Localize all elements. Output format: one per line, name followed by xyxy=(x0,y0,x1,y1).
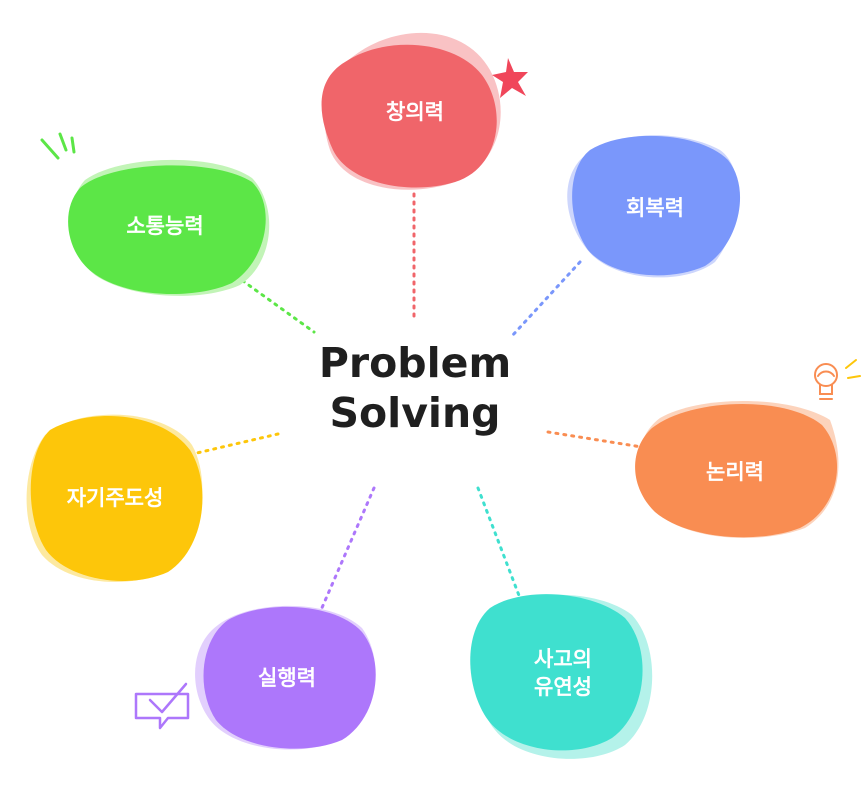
blob-creativity xyxy=(321,44,497,188)
label-flexibility: 사고의 유연성 xyxy=(488,645,638,701)
node-resilience xyxy=(567,135,741,278)
label-flexibility-line2: 유연성 xyxy=(534,675,592,699)
blob-communication xyxy=(68,165,266,294)
label-flexibility-line1: 사고의 xyxy=(534,647,592,671)
star-icon xyxy=(492,58,528,98)
node-creativity xyxy=(321,32,501,190)
connector-flexibility xyxy=(476,486,525,608)
connector-logic xyxy=(546,430,650,450)
center-title-line2: Solving xyxy=(329,389,501,437)
label-self-direction: 자기주도성 xyxy=(66,486,164,510)
blob-flexibility xyxy=(470,594,643,751)
sparkle-icon xyxy=(40,132,76,160)
node-logic xyxy=(635,400,839,538)
connector-resilience xyxy=(510,260,582,338)
center-title: Problem Solving xyxy=(270,338,560,438)
blob-self-direction xyxy=(30,416,203,581)
chat-check-icon xyxy=(134,682,190,730)
label-creativity: 창의력 xyxy=(386,100,444,124)
connector-communication xyxy=(234,274,316,334)
node-communication xyxy=(68,159,270,296)
connector-self-direction xyxy=(182,432,280,458)
lightbulb-icon xyxy=(814,359,861,400)
node-self-direction xyxy=(26,414,203,582)
label-logic: 논리력 xyxy=(706,460,764,484)
label-communication: 소통능력 xyxy=(126,214,204,238)
connector-execution xyxy=(319,486,376,612)
node-flexibility xyxy=(470,594,653,759)
blob-resilience xyxy=(572,135,741,276)
blob-logic xyxy=(635,403,838,538)
label-execution: 실행력 xyxy=(258,666,316,690)
label-resilience: 회복력 xyxy=(626,196,684,220)
center-title-line1: Problem xyxy=(318,339,512,387)
node-execution xyxy=(195,605,376,750)
blob-execution xyxy=(203,606,376,749)
